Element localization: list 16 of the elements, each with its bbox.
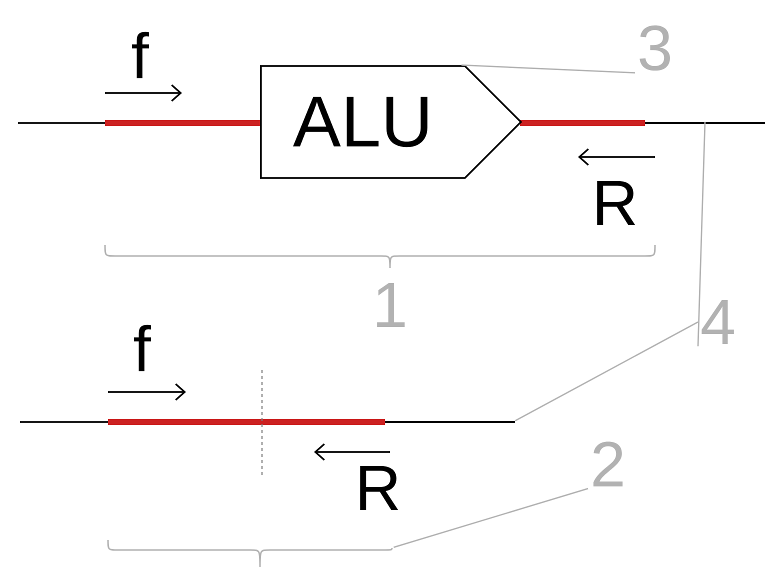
leader-line [697, 122, 706, 346]
callout-number: 2 [593, 442, 623, 486]
alu-box: ALU [260, 65, 522, 179]
brace [107, 540, 392, 567]
primer-label: f [134, 324, 151, 372]
callout-number: 4 [702, 300, 734, 344]
dna-line [645, 122, 765, 124]
callout-number: 3 [640, 25, 670, 71]
primer-label: R [597, 180, 636, 225]
leader-line [394, 488, 588, 548]
leader-line [514, 321, 698, 422]
primer-label: f [132, 32, 149, 78]
primer-label: R [360, 466, 398, 510]
dna-line [385, 421, 515, 423]
leader-line [461, 64, 636, 74]
brace-label: 1 [377, 282, 405, 327]
